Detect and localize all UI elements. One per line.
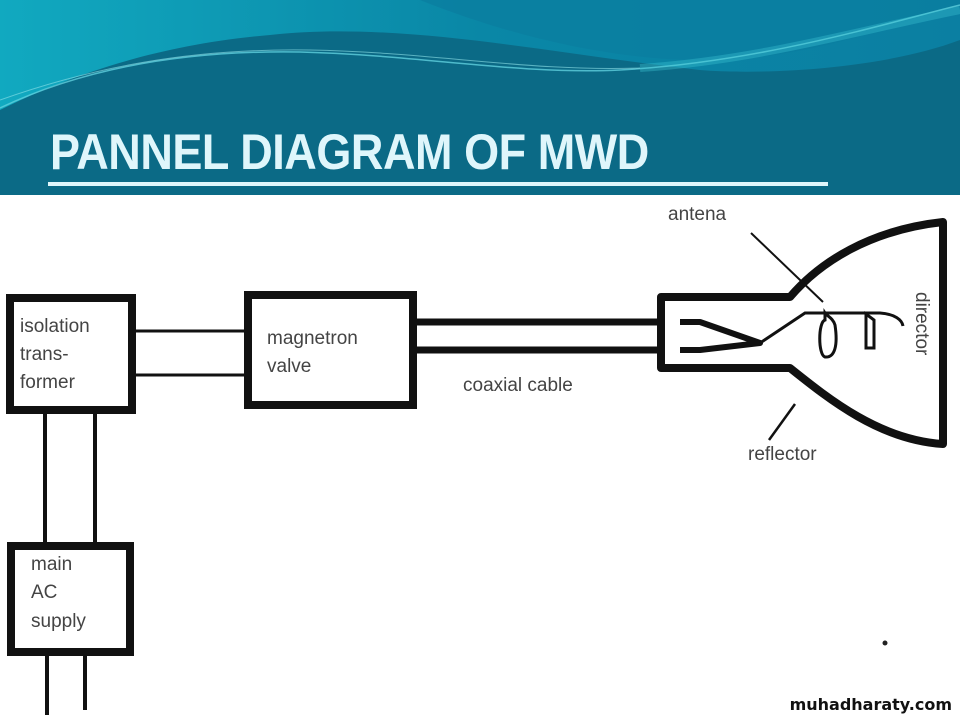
antenna-feed-wire	[759, 311, 825, 345]
coaxial-cable-label: coaxial cable	[463, 375, 573, 396]
watermark: muhadharaty.com	[789, 695, 952, 714]
horn-antenna-assembly: antena reflector director	[657, 204, 947, 465]
antenna-element-2	[864, 311, 876, 350]
main-ac-supply-label-line2: AC	[31, 582, 57, 603]
magnetron-valve-label-line2: valve	[267, 356, 311, 377]
coaxial-cable: coaxial cable	[413, 318, 690, 396]
slide-title: PANNEL DIAGRAM OF MWD	[50, 124, 649, 180]
isolation-transformer-block: isolation trans- former	[6, 294, 136, 414]
horn-waveguide-outline	[657, 218, 947, 448]
stray-dot	[882, 640, 888, 646]
isolation-transformer-label-line3: former	[20, 372, 76, 393]
isolation-transformer-label-line2: trans-	[20, 344, 69, 365]
isolation-transformer-box	[6, 294, 136, 414]
isolation-transformer-label-line1: isolation	[20, 316, 90, 337]
reflector-pointer-line	[767, 403, 797, 441]
main-ac-supply-box	[7, 542, 134, 656]
header-wave-decoration	[0, 0, 960, 195]
main-ac-supply-label-line3: supply	[31, 611, 86, 632]
title-underline	[48, 182, 828, 186]
director-label: director	[911, 292, 932, 356]
main-ac-supply-block: main AC supply	[7, 542, 134, 656]
magnetron-valve-block: magnetron valve	[244, 291, 417, 409]
antena-pointer-line	[750, 232, 824, 303]
mwd-panel-diagram: isolation trans- former magnetron valve …	[6, 204, 947, 715]
main-ac-supply-label-line1: main	[31, 554, 72, 575]
slide-header: PANNEL DIAGRAM OF MWD	[0, 0, 960, 195]
antenna-top-wire	[825, 311, 905, 327]
reflector-label: reflector	[748, 444, 817, 465]
magnetron-valve-label-line1: magnetron	[267, 328, 358, 349]
antena-label: antena	[668, 204, 727, 225]
antenna-element-1	[818, 308, 838, 359]
magnetron-valve-box	[244, 291, 417, 409]
